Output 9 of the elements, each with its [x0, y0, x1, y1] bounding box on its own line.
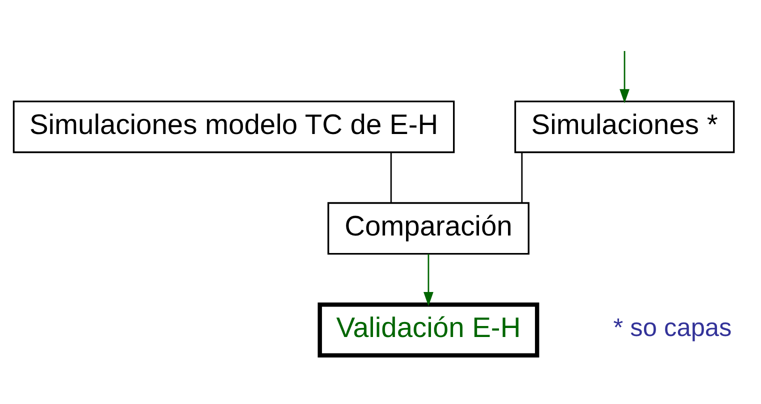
connector [521, 152, 523, 202]
node-box: Validación E-H [318, 302, 540, 357]
node-box: Comparación [327, 202, 530, 254]
connector [390, 152, 392, 202]
label: * so capas [613, 314, 732, 342]
arrow [620, 50, 630, 103]
node-box: Simulaciones modelo TC de E-H [12, 100, 455, 153]
arrow [424, 254, 434, 306]
node-box: Simulaciones * [514, 100, 735, 153]
